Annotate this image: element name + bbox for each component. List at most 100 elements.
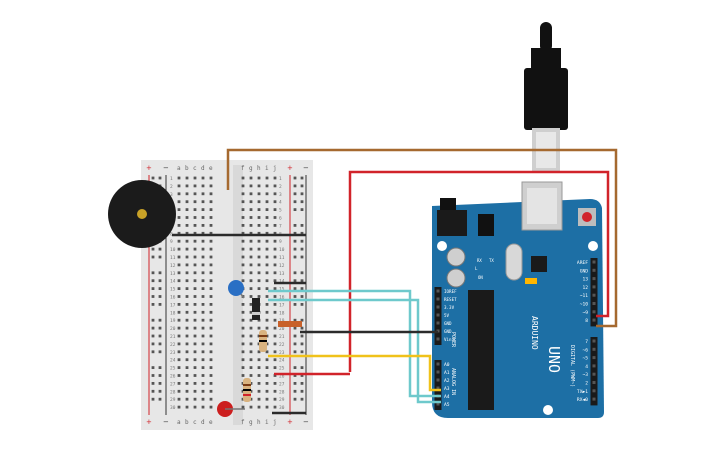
breadboard-hole xyxy=(241,310,245,314)
breadboard-hole xyxy=(273,216,277,219)
rail-hole xyxy=(293,366,297,369)
inductor xyxy=(278,321,302,327)
column-letter: e xyxy=(209,419,213,426)
rail-hole xyxy=(300,287,304,290)
power-header-title: POWER xyxy=(450,332,456,348)
breadboard-hole xyxy=(241,342,245,346)
row-number: 28 xyxy=(279,389,285,395)
breadboard-hole xyxy=(177,310,181,314)
breadboard-hole xyxy=(249,279,253,283)
breadboard-hole xyxy=(177,350,181,354)
column-letter: b xyxy=(185,165,189,172)
breadboard-hole xyxy=(201,216,205,219)
breadboard-hole xyxy=(257,208,261,211)
breadboard-hole xyxy=(209,342,213,346)
row-number: 12 xyxy=(279,263,285,269)
breadboard-hole xyxy=(241,334,245,338)
digital-pin-label: 4 xyxy=(585,364,588,370)
breadboard-hole xyxy=(273,295,277,298)
breadboard-hole xyxy=(201,382,205,385)
breadboard-hole xyxy=(209,224,213,227)
breadboard-hole xyxy=(273,358,277,362)
breadboard-hole xyxy=(185,224,189,227)
rail-hole xyxy=(158,382,162,385)
breadboard-hole xyxy=(273,287,277,290)
breadboard-hole xyxy=(201,303,205,306)
breadboard-hole xyxy=(209,295,213,298)
rail-hole xyxy=(158,374,162,377)
breadboard-hole xyxy=(273,318,277,322)
rail-hole xyxy=(293,239,297,243)
breadboard-hole xyxy=(257,350,261,354)
row-number: 14 xyxy=(170,279,176,285)
breadboard-hole xyxy=(177,231,181,235)
breadboard-hole xyxy=(185,287,189,290)
rail-hole xyxy=(300,208,304,211)
rail-hole xyxy=(158,350,162,354)
row-number: 24 xyxy=(170,358,176,364)
rail-hole xyxy=(151,255,155,259)
digital-pin-label: AREF xyxy=(577,260,588,266)
breadboard-hole xyxy=(201,358,205,362)
breadboard-hole xyxy=(257,231,261,235)
resistor-2 xyxy=(243,378,251,402)
rail-hole xyxy=(158,176,162,180)
rail-hole xyxy=(293,389,297,393)
breadboard-hole xyxy=(185,326,189,330)
header-pin xyxy=(592,356,596,360)
power-pin-label: 3.3V xyxy=(444,305,455,310)
row-number: 20 xyxy=(170,326,176,332)
breadboard-hole xyxy=(241,176,245,180)
breadboard-hole xyxy=(201,405,205,409)
breadboard-hole xyxy=(201,200,205,204)
breadboard-hole xyxy=(185,239,189,243)
breadboard-hole xyxy=(273,239,277,243)
rail-hole xyxy=(300,366,304,369)
column-letter: j xyxy=(273,165,277,172)
breadboard-hole xyxy=(177,271,181,275)
breadboard-hole xyxy=(209,255,213,259)
breadboard-hole xyxy=(209,389,213,393)
power-pin-label: RESET xyxy=(444,297,457,302)
breadboard-hole xyxy=(249,326,253,330)
breadboard-hole xyxy=(273,334,277,338)
digital-pin-label: 13 xyxy=(582,277,588,283)
header-pin xyxy=(436,289,440,293)
rail-hole xyxy=(293,176,297,180)
breadboard-hole xyxy=(241,239,245,243)
breadboard-hole xyxy=(185,405,189,409)
breadboard-hole xyxy=(273,184,277,188)
rail-hole xyxy=(151,176,155,180)
row-number: 8 xyxy=(170,231,173,237)
rail-hole xyxy=(151,287,155,290)
breadboard-hole xyxy=(265,216,269,219)
breadboard-hole xyxy=(209,247,213,251)
row-number: 9 xyxy=(279,239,282,245)
breadboard-hole xyxy=(249,216,253,219)
rail-polarity-label: − xyxy=(303,418,309,426)
rail-hole xyxy=(293,208,297,211)
breadboard-hole xyxy=(177,176,181,180)
column-letter: i xyxy=(265,419,269,426)
breadboard-hole xyxy=(177,405,181,409)
rail-hole xyxy=(158,255,162,259)
breadboard-hole xyxy=(265,176,269,180)
digital-pin-label: ~10 xyxy=(580,302,589,308)
row-number: 26 xyxy=(170,374,176,380)
header-pin xyxy=(592,277,596,281)
row-number: 26 xyxy=(279,374,285,380)
breadboard-hole xyxy=(273,405,277,409)
breadboard-hole xyxy=(209,350,213,354)
breadboard-hole xyxy=(249,318,253,322)
breadboard-hole xyxy=(209,231,213,235)
rail-hole xyxy=(300,271,304,275)
rail-hole xyxy=(300,239,304,243)
breadboard-hole xyxy=(177,303,181,306)
breadboard-hole xyxy=(177,295,181,298)
row-number: 13 xyxy=(279,271,285,277)
breadboard-hole xyxy=(241,224,245,227)
row-number: 18 xyxy=(279,310,285,316)
row-number: 10 xyxy=(170,247,176,253)
row-number: 22 xyxy=(170,342,176,348)
breadboard-hole xyxy=(249,287,253,290)
